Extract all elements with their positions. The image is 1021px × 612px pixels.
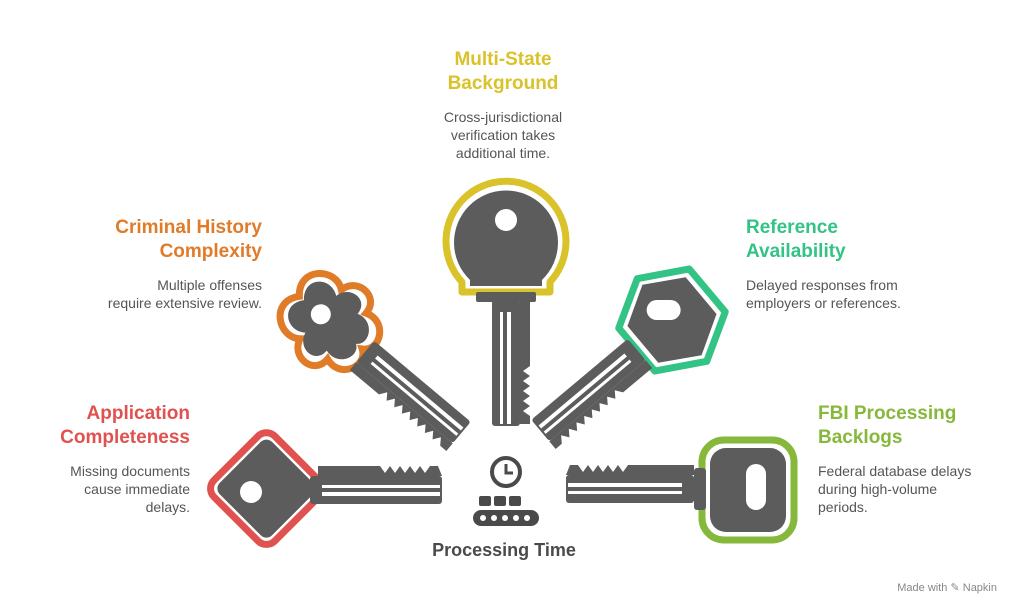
multistate-key-icon xyxy=(442,177,570,426)
multistate-label: Multi-State Background Cross-jurisdictio… xyxy=(403,48,603,162)
criminal-desc: Multiple offenses require extensive revi… xyxy=(107,277,262,311)
footer-attribution: Made with ✎ Napkin xyxy=(897,581,997,594)
fbi-label: FBI Processing Backlogs Federal database… xyxy=(818,402,1008,516)
fbi-desc: Federal database delays during high-volu… xyxy=(818,463,972,515)
application-desc: Missing documents cause immediate delays… xyxy=(70,463,190,515)
criminal-title: Criminal History Complexity xyxy=(115,217,262,262)
fbi-title: FBI Processing Backlogs xyxy=(818,403,957,448)
reference-label: Reference Availability Delayed responses… xyxy=(746,216,956,312)
application-title: Application Completeness xyxy=(60,403,190,448)
reference-key-icon xyxy=(531,265,729,449)
footer-made-with: Made with xyxy=(897,582,948,594)
application-key-icon xyxy=(207,429,442,548)
multistate-title: Multi-State Background xyxy=(447,49,559,94)
reference-title: Reference Availability xyxy=(746,217,846,262)
footer-brand: Napkin xyxy=(962,582,997,594)
clock-conveyor-icon xyxy=(473,456,539,526)
center-label: Processing Time xyxy=(432,540,576,560)
fbi-key-icon xyxy=(566,436,798,544)
multistate-desc: Cross-jurisdictional verification takes … xyxy=(443,109,563,161)
napkin-logo-icon: ✎ xyxy=(950,582,960,594)
criminal-key-icon xyxy=(276,270,471,451)
criminal-label: Criminal History Complexity Multiple off… xyxy=(62,216,262,312)
application-label: Application Completeness Missing documen… xyxy=(10,402,190,516)
reference-desc: Delayed responses from employers or refe… xyxy=(746,277,901,311)
